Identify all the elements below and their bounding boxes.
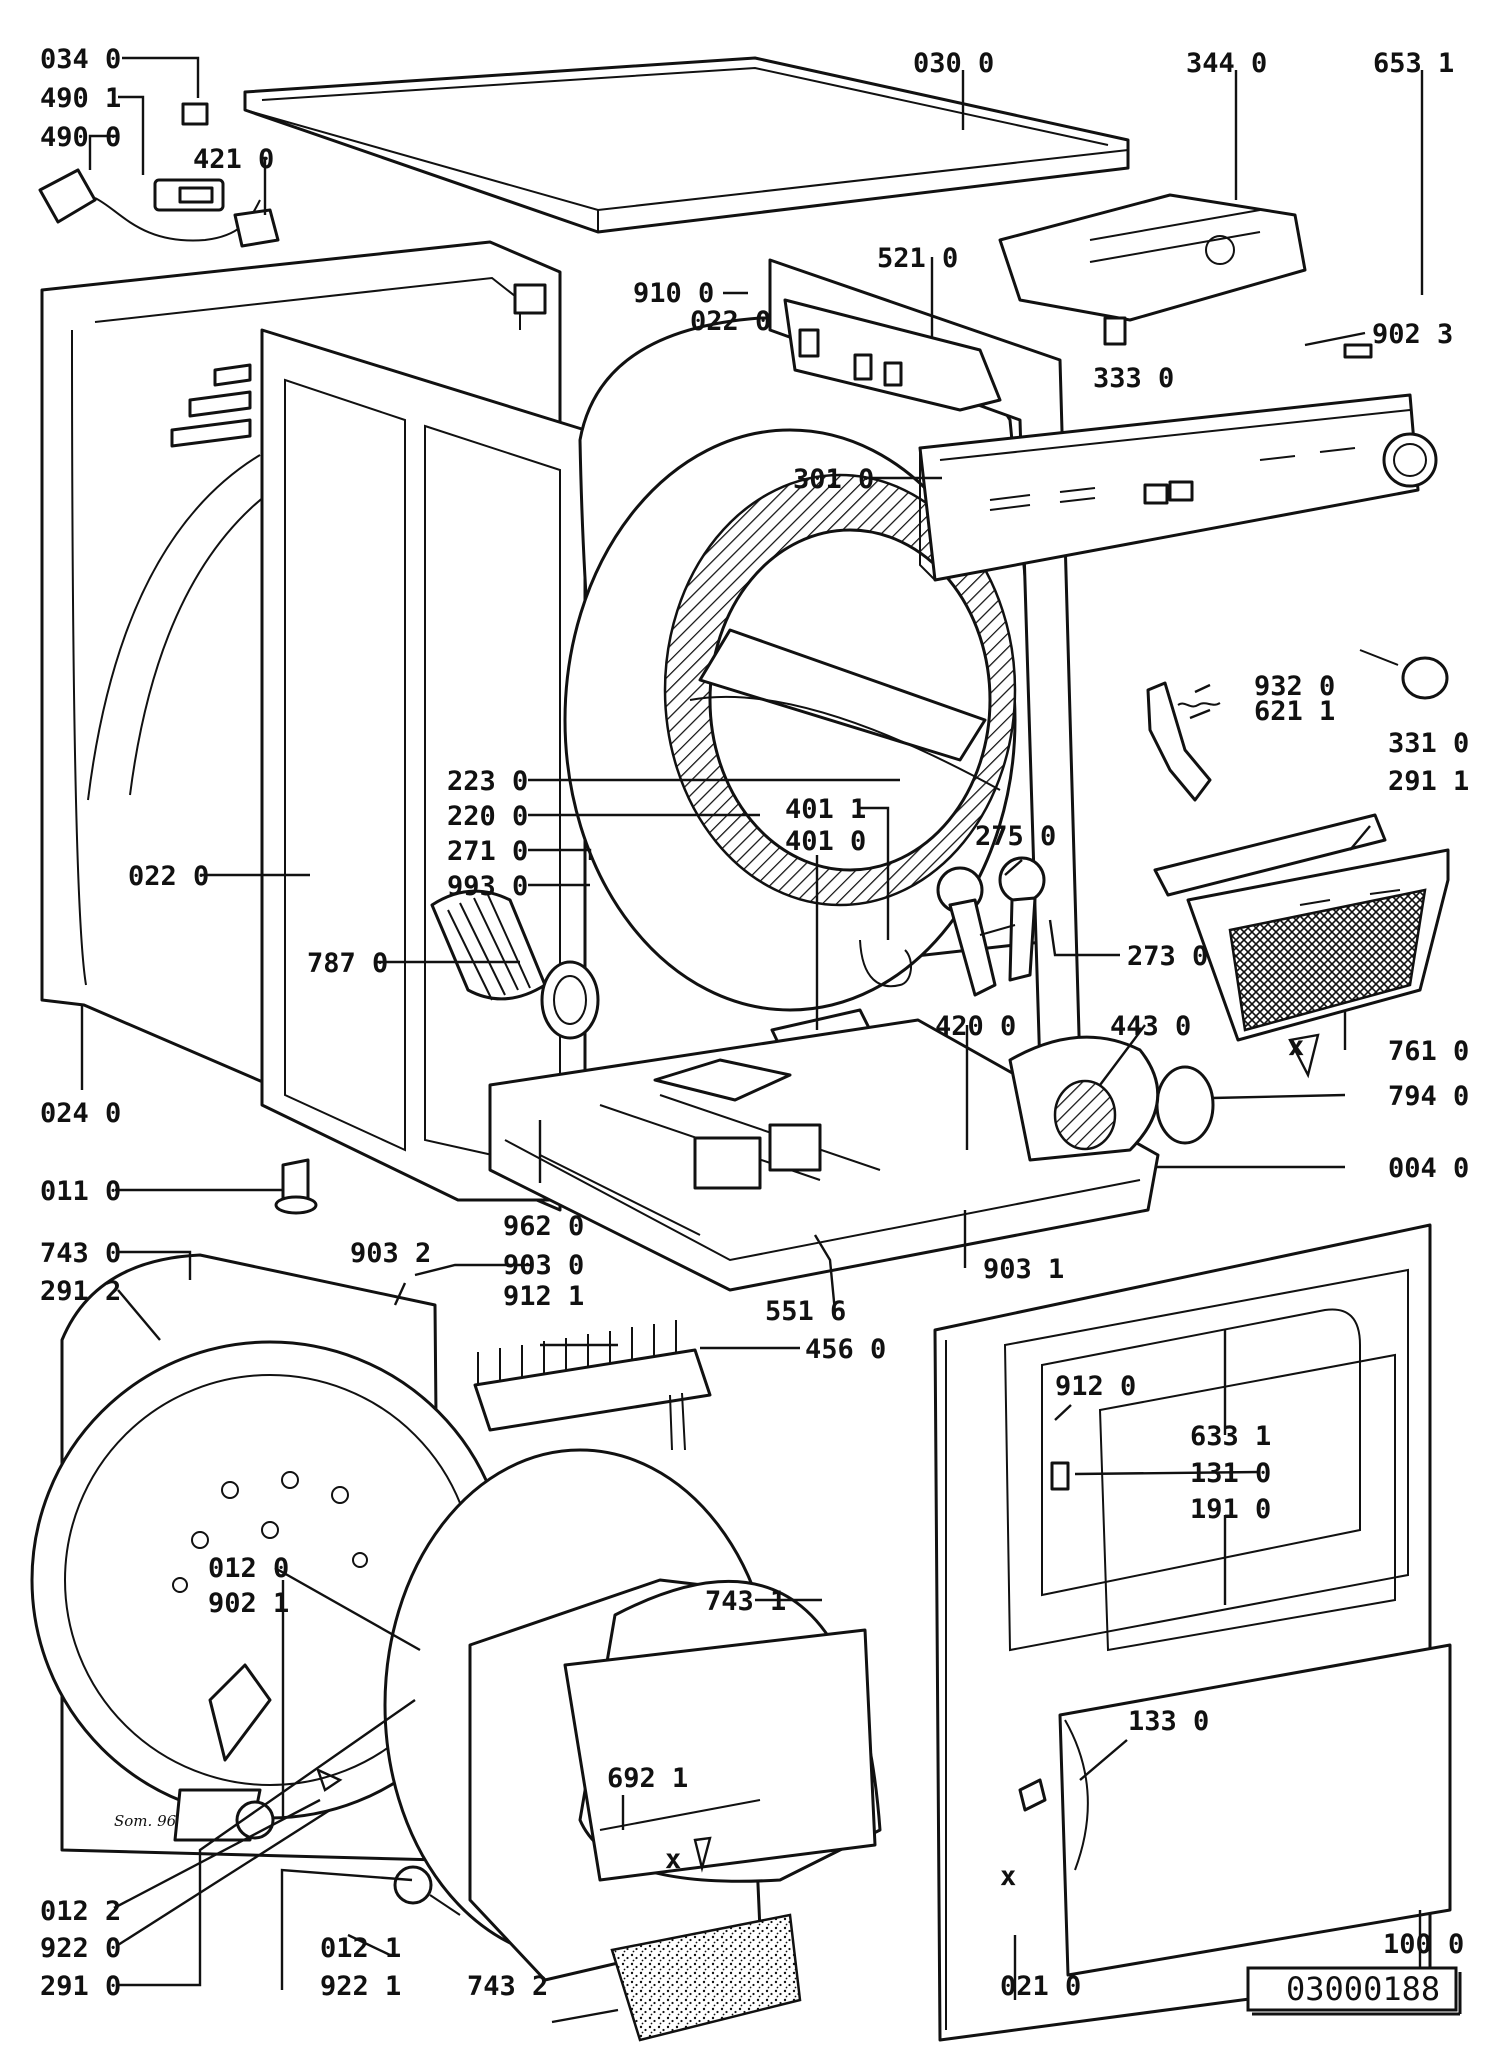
- callout-label: 962 0: [503, 1211, 584, 1242]
- top-cover: [243, 56, 1130, 234]
- control-pcb: [998, 193, 1307, 346]
- callout-label: 022 0: [128, 861, 209, 892]
- callout-label: 301 0: [793, 464, 874, 495]
- callout-label: 653 1: [1373, 48, 1454, 79]
- panel-inscription: Som. 96: [114, 1812, 177, 1830]
- seal-ring: [1155, 1065, 1215, 1145]
- callout-label: 030 0: [913, 48, 994, 79]
- callout-label: 743 0: [40, 1238, 121, 1269]
- callout-label: 022 0: [690, 306, 771, 337]
- callout-label: 902 1: [208, 1588, 289, 1619]
- callout-label: 794 0: [1388, 1081, 1469, 1112]
- callout-label: 012 2: [40, 1896, 121, 1927]
- callout-label: 421 0: [193, 144, 274, 175]
- callout-label: 131 0: [1190, 1458, 1271, 1489]
- base-frame: [488, 1018, 1160, 1292]
- knob: [1359, 649, 1449, 700]
- side-panel: [260, 328, 587, 1202]
- callout-label: 456 0: [805, 1334, 886, 1365]
- heater-element: [473, 1320, 712, 1451]
- front-bulkhead: [383, 1448, 882, 2042]
- callout-label: 443 0: [1110, 1011, 1191, 1042]
- callout-label: 133 0: [1128, 1706, 1209, 1737]
- reference-number: 03000188: [1286, 1970, 1440, 2008]
- callout-label: 004 0: [1388, 1153, 1469, 1184]
- foot: [274, 1158, 318, 1215]
- belt-tensioner: [936, 856, 1046, 997]
- bellows-hose: [430, 889, 600, 1040]
- callout-labels: 034 0 490 1 490 0 421 0 030 0 344 0 653 …: [40, 44, 1469, 2002]
- callout-label: 021 0: [1000, 1971, 1081, 2002]
- callout-label: 743 2: [467, 1971, 548, 2002]
- orientation-mark-x: x: [1288, 1031, 1304, 1062]
- callout-label: 401 0: [785, 826, 866, 857]
- callout-label: 024 0: [40, 1098, 121, 1129]
- callout-label: 903 0: [503, 1250, 584, 1281]
- callout-label: 902 3: [1372, 319, 1453, 350]
- callout-label: 331 0: [1388, 728, 1469, 759]
- callout-label: 034 0: [40, 44, 121, 75]
- callout-label: 910 0: [633, 278, 714, 309]
- door-lock-lever: [1146, 681, 1221, 802]
- rear-bearing: [393, 1865, 461, 1916]
- callout-label: 220 0: [447, 801, 528, 832]
- callout-label: 490 0: [40, 122, 121, 153]
- callout-label: 912 1: [503, 1281, 584, 1312]
- callout-label: 291 1: [1388, 766, 1469, 797]
- callout-label: 344 0: [1186, 48, 1267, 79]
- callout-label: 903 1: [983, 1254, 1064, 1285]
- callout-label: 271 0: [447, 836, 528, 867]
- callout-label: 291 0: [40, 1971, 121, 2002]
- callout-label: 490 1: [40, 83, 121, 114]
- drum: [563, 316, 1062, 1012]
- callout-label: 012 0: [208, 1553, 289, 1584]
- control-panel: [918, 343, 1438, 582]
- power-cord-assembly: [38, 102, 280, 248]
- callout-label: 922 0: [40, 1933, 121, 1964]
- callout-label: 903 2: [350, 1238, 431, 1269]
- callout-label: 275 0: [975, 821, 1056, 852]
- orientation-mark-x: x: [665, 1844, 681, 1875]
- callout-label: 100 0: [1383, 1929, 1464, 1960]
- callout-label: 621 1: [1254, 696, 1335, 727]
- callout-label: 333 0: [1093, 363, 1174, 394]
- callout-label: 993 0: [447, 871, 528, 902]
- callout-label: 011 0: [40, 1176, 121, 1207]
- callout-label: 223 0: [447, 766, 528, 797]
- leader-lines: [80, 56, 1424, 2024]
- callout-label: 787 0: [307, 948, 388, 979]
- callout-label: 633 1: [1190, 1421, 1271, 1452]
- callout-label: 273 0: [1127, 941, 1208, 972]
- callout-label: 191 0: [1190, 1494, 1271, 1525]
- callout-label: 743 1: [705, 1586, 786, 1617]
- callout-label: 692 1: [607, 1763, 688, 1794]
- callout-label: 932 0: [1254, 671, 1335, 702]
- callout-label: 420 0: [935, 1011, 1016, 1042]
- orientation-mark-x: x: [1000, 1861, 1016, 1892]
- callout-label: 761 0: [1388, 1036, 1469, 1067]
- callout-label: 291 2: [40, 1276, 121, 1307]
- lint-filter: [1186, 848, 1450, 1042]
- callout-label: 922 1: [320, 1971, 401, 2002]
- reference-number-box: 03000188: [1246, 1966, 1462, 2016]
- callout-label: 401 1: [785, 794, 866, 825]
- fan-housing: [1008, 1035, 1160, 1162]
- door: [933, 1223, 1452, 2042]
- callout-label: 912 0: [1055, 1371, 1136, 1402]
- callout-label: 521 0: [877, 243, 958, 274]
- callout-label: 551 6: [765, 1296, 846, 1327]
- filter-housing: [1153, 813, 1387, 897]
- callout-label: 012 1: [320, 1933, 401, 1964]
